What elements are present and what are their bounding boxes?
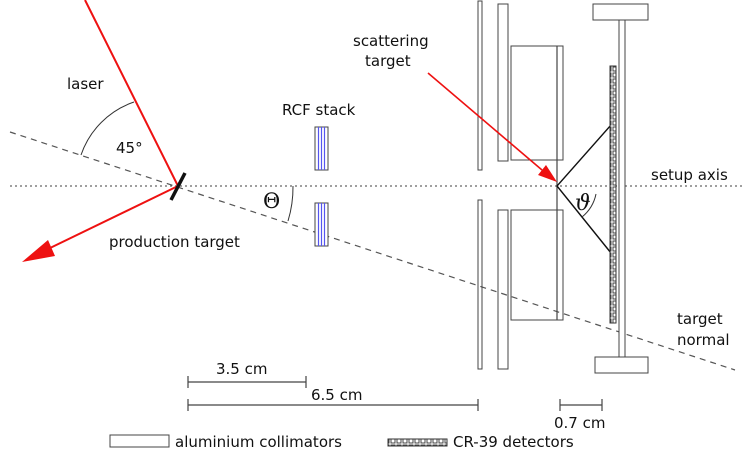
- collimator-plate-lower: [497, 209, 509, 370]
- scale-label-3-5cm: 3.5 cm: [216, 360, 267, 378]
- scattering-target-label-1: scattering: [353, 32, 429, 50]
- theta-label: Θ: [263, 189, 280, 213]
- scale-bar-3-5cm: [187, 376, 307, 388]
- holder-foot-top: [592, 3, 649, 21]
- laser-arrowhead: [22, 240, 55, 262]
- vartheta-arc: [581, 193, 597, 218]
- scattering-target-label-2: target: [365, 52, 411, 70]
- scattering-target-arrowhead: [538, 165, 557, 182]
- laser-beam-incoming: [84, 0, 179, 187]
- production-target: [169, 172, 187, 201]
- target-normal-line: [9, 131, 736, 371]
- rcf-stack-lower: [314, 202, 329, 247]
- cr39-detector: [609, 65, 617, 324]
- scattering-cone: [556, 124, 612, 254]
- collimator-thin-upper: [477, 0, 483, 171]
- collimator-plate-upper: [497, 3, 509, 162]
- rcf-stack-upper: [314, 126, 329, 171]
- setup-axis-label: setup axis: [651, 166, 728, 184]
- vartheta-label: ϑ: [575, 191, 591, 216]
- scale-bar-0-7cm: [559, 399, 603, 411]
- legend-label-cr39: CR-39 detectors: [453, 433, 574, 451]
- scale-label-0-7cm: 0.7 cm: [554, 414, 605, 432]
- production-target-label: production target: [109, 233, 240, 251]
- rcf-stack-label: RCF stack: [282, 101, 356, 119]
- scale-label-6-5cm: 6.5 cm: [311, 386, 362, 404]
- target-normal-label-2: normal: [677, 331, 730, 349]
- angle-45-arc: [80, 101, 135, 156]
- collimator-block-upper: [510, 45, 564, 161]
- scale-bar-6-5cm: [187, 399, 479, 411]
- scattering-target-arrow: [427, 72, 543, 171]
- target-normal-label-1: target: [677, 310, 723, 328]
- holder-foot-bottom: [594, 356, 649, 374]
- collimator-block-lower: [510, 209, 564, 321]
- aluminium-collimator-swatch: [109, 434, 170, 448]
- cr39-detector-swatch: [387, 438, 448, 447]
- holder-post: [618, 19, 626, 358]
- collimator-thin-lower: [477, 199, 483, 370]
- theta-arc: [287, 185, 294, 222]
- laser-beam-reflected: [47, 185, 179, 250]
- laser-label: laser: [67, 75, 104, 93]
- legend-label-aluminium: aluminium collimators: [175, 433, 342, 451]
- angle-45-label: 45°: [116, 139, 143, 157]
